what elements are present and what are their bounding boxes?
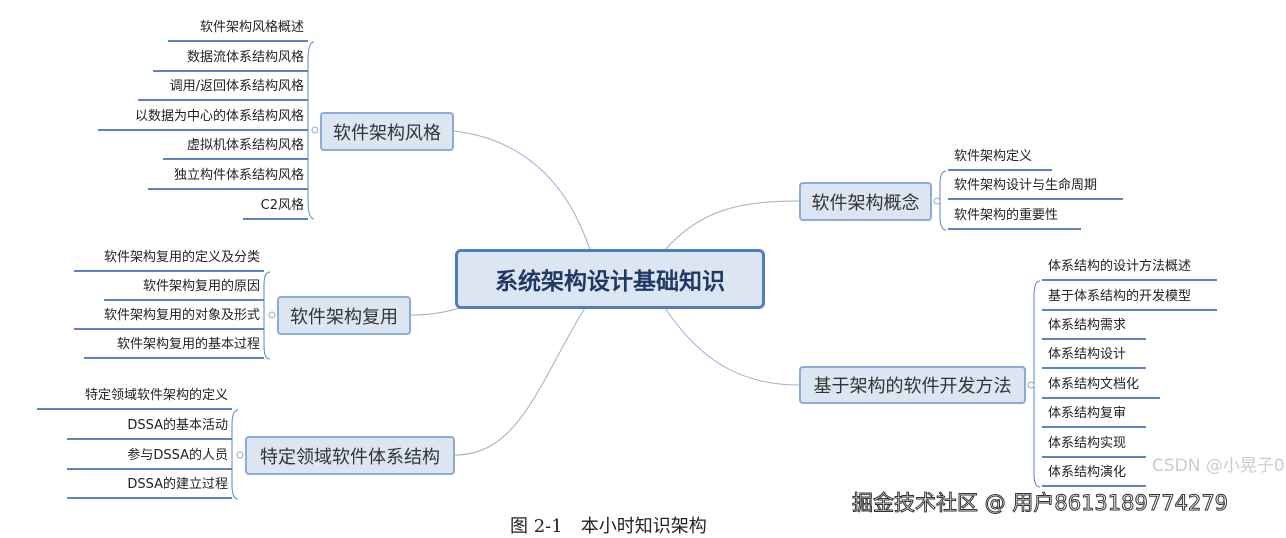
leaf-concept-0[interactable]: 软件架构定义 xyxy=(948,145,1052,171)
figure-caption: 图 2-1 本小时知识架构 xyxy=(510,516,707,537)
leaf-dssa-1[interactable]: DSSA的基本活动 xyxy=(67,414,232,440)
branch-software-architecture-reuse[interactable]: 软件架构复用 xyxy=(277,296,411,335)
leaf-reuse-1[interactable]: 软件架构复用的原因 xyxy=(104,275,264,301)
leaf-style-3[interactable]: 以数据为中心的体系结构风格 xyxy=(98,105,308,131)
leaf-concept-2[interactable]: 软件架构的重要性 xyxy=(948,204,1081,230)
leaf-dssa-0[interactable]: 特定领域软件架构的定义 xyxy=(37,384,232,410)
leaf-method-0[interactable]: 体系结构的设计方法概述 xyxy=(1042,255,1217,281)
leaf-method-5[interactable]: 体系结构复审 xyxy=(1042,402,1146,428)
leaf-style-5[interactable]: 独立构件体系结构风格 xyxy=(148,164,308,190)
leaf-style-4[interactable]: 虚拟机体系结构风格 xyxy=(163,134,308,160)
watermark-csdn: CSDN @小晃子01 xyxy=(1152,456,1286,476)
central-topic[interactable]: 系统架构设计基础知识 xyxy=(455,249,765,309)
leaf-style-0[interactable]: 软件架构风格概述 xyxy=(168,16,308,42)
leaf-concept-1[interactable]: 软件架构设计与生命周期 xyxy=(948,174,1123,200)
leaf-method-7[interactable]: 体系结构演化 xyxy=(1042,461,1146,487)
branch-software-architecture-style[interactable]: 软件架构风格 xyxy=(320,112,454,151)
leaf-method-4[interactable]: 体系结构文档化 xyxy=(1042,373,1160,399)
leaf-reuse-0[interactable]: 软件架构复用的定义及分类 xyxy=(74,246,264,272)
leaf-style-6[interactable]: C2风格 xyxy=(243,194,308,220)
leaf-method-1[interactable]: 基于体系结构的开发模型 xyxy=(1042,285,1217,311)
leaf-style-2[interactable]: 调用/返回体系结构风格 xyxy=(138,75,308,101)
leaf-method-6[interactable]: 体系结构实现 xyxy=(1042,432,1146,458)
leaf-method-3[interactable]: 体系结构设计 xyxy=(1042,343,1146,369)
branch-software-architecture-concept[interactable]: 软件架构概念 xyxy=(799,182,932,221)
branch-architecture-based-development[interactable]: 基于架构的软件开发方法 xyxy=(799,366,1026,404)
watermark-juejin: 掘金技术社区 @ 用户8613189774279 xyxy=(851,491,1229,516)
leaf-method-2[interactable]: 体系结构需求 xyxy=(1042,314,1146,340)
leaf-reuse-3[interactable]: 软件架构复用的基本过程 xyxy=(84,333,264,359)
connector-lines xyxy=(231,41,1041,500)
branch-dssa[interactable]: 特定领域软件体系结构 xyxy=(245,436,455,475)
leaf-dssa-2[interactable]: 参与DSSA的人员 xyxy=(67,444,232,470)
leaf-style-1[interactable]: 数据流体系结构风格 xyxy=(153,46,308,72)
leaf-reuse-2[interactable]: 软件架构复用的对象及形式 xyxy=(74,304,264,330)
leaf-dssa-3[interactable]: DSSA的建立过程 xyxy=(67,473,232,499)
